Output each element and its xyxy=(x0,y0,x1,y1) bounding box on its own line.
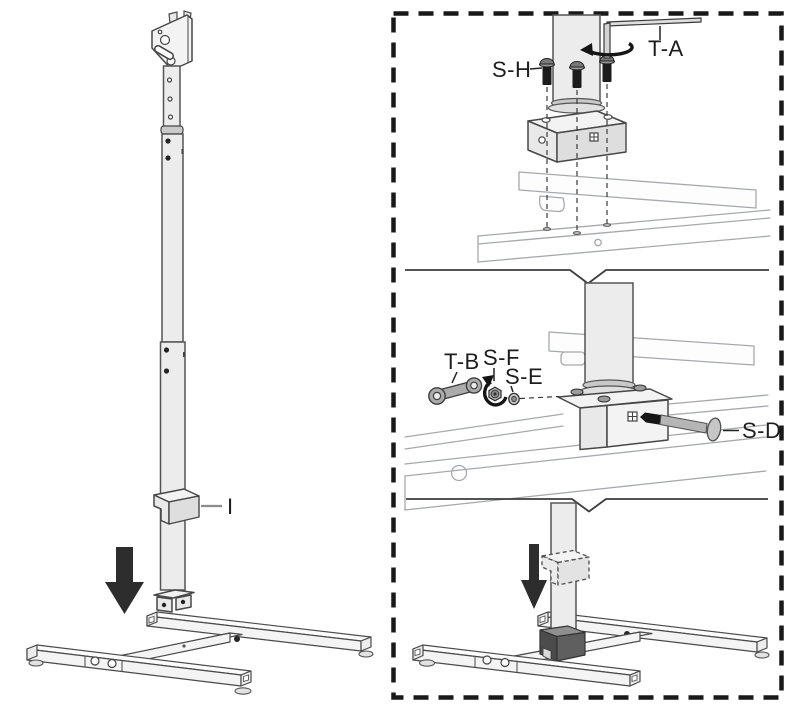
pole-section xyxy=(552,14,601,103)
pole-section xyxy=(584,282,634,385)
step-1: S-H T-A xyxy=(477,14,771,263)
main-view: I xyxy=(26,10,374,695)
screw-sh xyxy=(569,61,585,88)
washer-se xyxy=(508,392,520,406)
screw-sh xyxy=(599,55,615,82)
pole-collar xyxy=(160,125,184,135)
clamp-phantom xyxy=(541,549,590,586)
panel-dashed-border xyxy=(391,11,784,700)
base-back-beam xyxy=(146,611,374,658)
screw-sh xyxy=(539,58,555,85)
leveling-foot xyxy=(234,687,252,695)
sh-label: S-H xyxy=(492,57,531,82)
wrench-tool xyxy=(428,377,483,405)
detail-panel: S-H T-A xyxy=(391,11,784,700)
h-base xyxy=(26,611,374,695)
se-leader-line xyxy=(510,385,514,393)
pole-foot-bracket xyxy=(153,589,195,613)
leveling-foot xyxy=(358,650,374,658)
leveling-foot xyxy=(28,659,44,667)
base-hole xyxy=(90,656,100,666)
pole-middle-tube xyxy=(161,133,184,343)
step-3 xyxy=(412,502,770,687)
mount-bracket xyxy=(557,384,673,451)
rotation-arrow xyxy=(482,380,508,407)
pole-head-bracket xyxy=(151,10,193,71)
washer-alignment-dash xyxy=(519,395,560,400)
clamp-label: I xyxy=(227,494,234,519)
base-front-beam xyxy=(26,644,252,695)
base-socket-clamp xyxy=(539,625,586,662)
allen-key-tool xyxy=(580,17,702,59)
frame-background xyxy=(477,171,771,263)
pole-upper-tube xyxy=(162,65,181,129)
flange-nut-sf xyxy=(482,375,508,407)
rotation-arrowhead xyxy=(580,43,593,56)
panel-separator-2 xyxy=(406,498,768,513)
alignment-guides xyxy=(543,84,611,235)
rotation-arrow xyxy=(588,42,634,57)
base-front-beam xyxy=(412,644,641,687)
base-hole xyxy=(107,658,117,669)
bracket-hole xyxy=(159,34,171,46)
ta-label: T-A xyxy=(648,36,684,61)
panel-separator-1 xyxy=(405,269,769,285)
leveling-foot xyxy=(754,651,770,659)
rotation-arrowhead xyxy=(482,375,494,387)
tb-leader-line xyxy=(451,371,458,384)
tb-label: T-B xyxy=(444,349,480,374)
step-2: S-D T-B S-F xyxy=(404,282,781,511)
base-hole xyxy=(500,657,510,668)
pole-lower-tube xyxy=(159,341,186,591)
bracket-hole xyxy=(157,29,163,35)
bolt-sd xyxy=(640,412,722,442)
sf-label: S-F xyxy=(483,345,520,370)
sh-leader-line xyxy=(529,67,543,70)
down-arrow xyxy=(105,547,144,614)
se-label: S-E xyxy=(505,364,543,389)
base-hole xyxy=(482,655,492,665)
leveling-foot xyxy=(418,659,436,667)
sd-label: S-D xyxy=(742,418,781,443)
down-arrow xyxy=(521,544,547,609)
clamp-part xyxy=(153,488,200,525)
